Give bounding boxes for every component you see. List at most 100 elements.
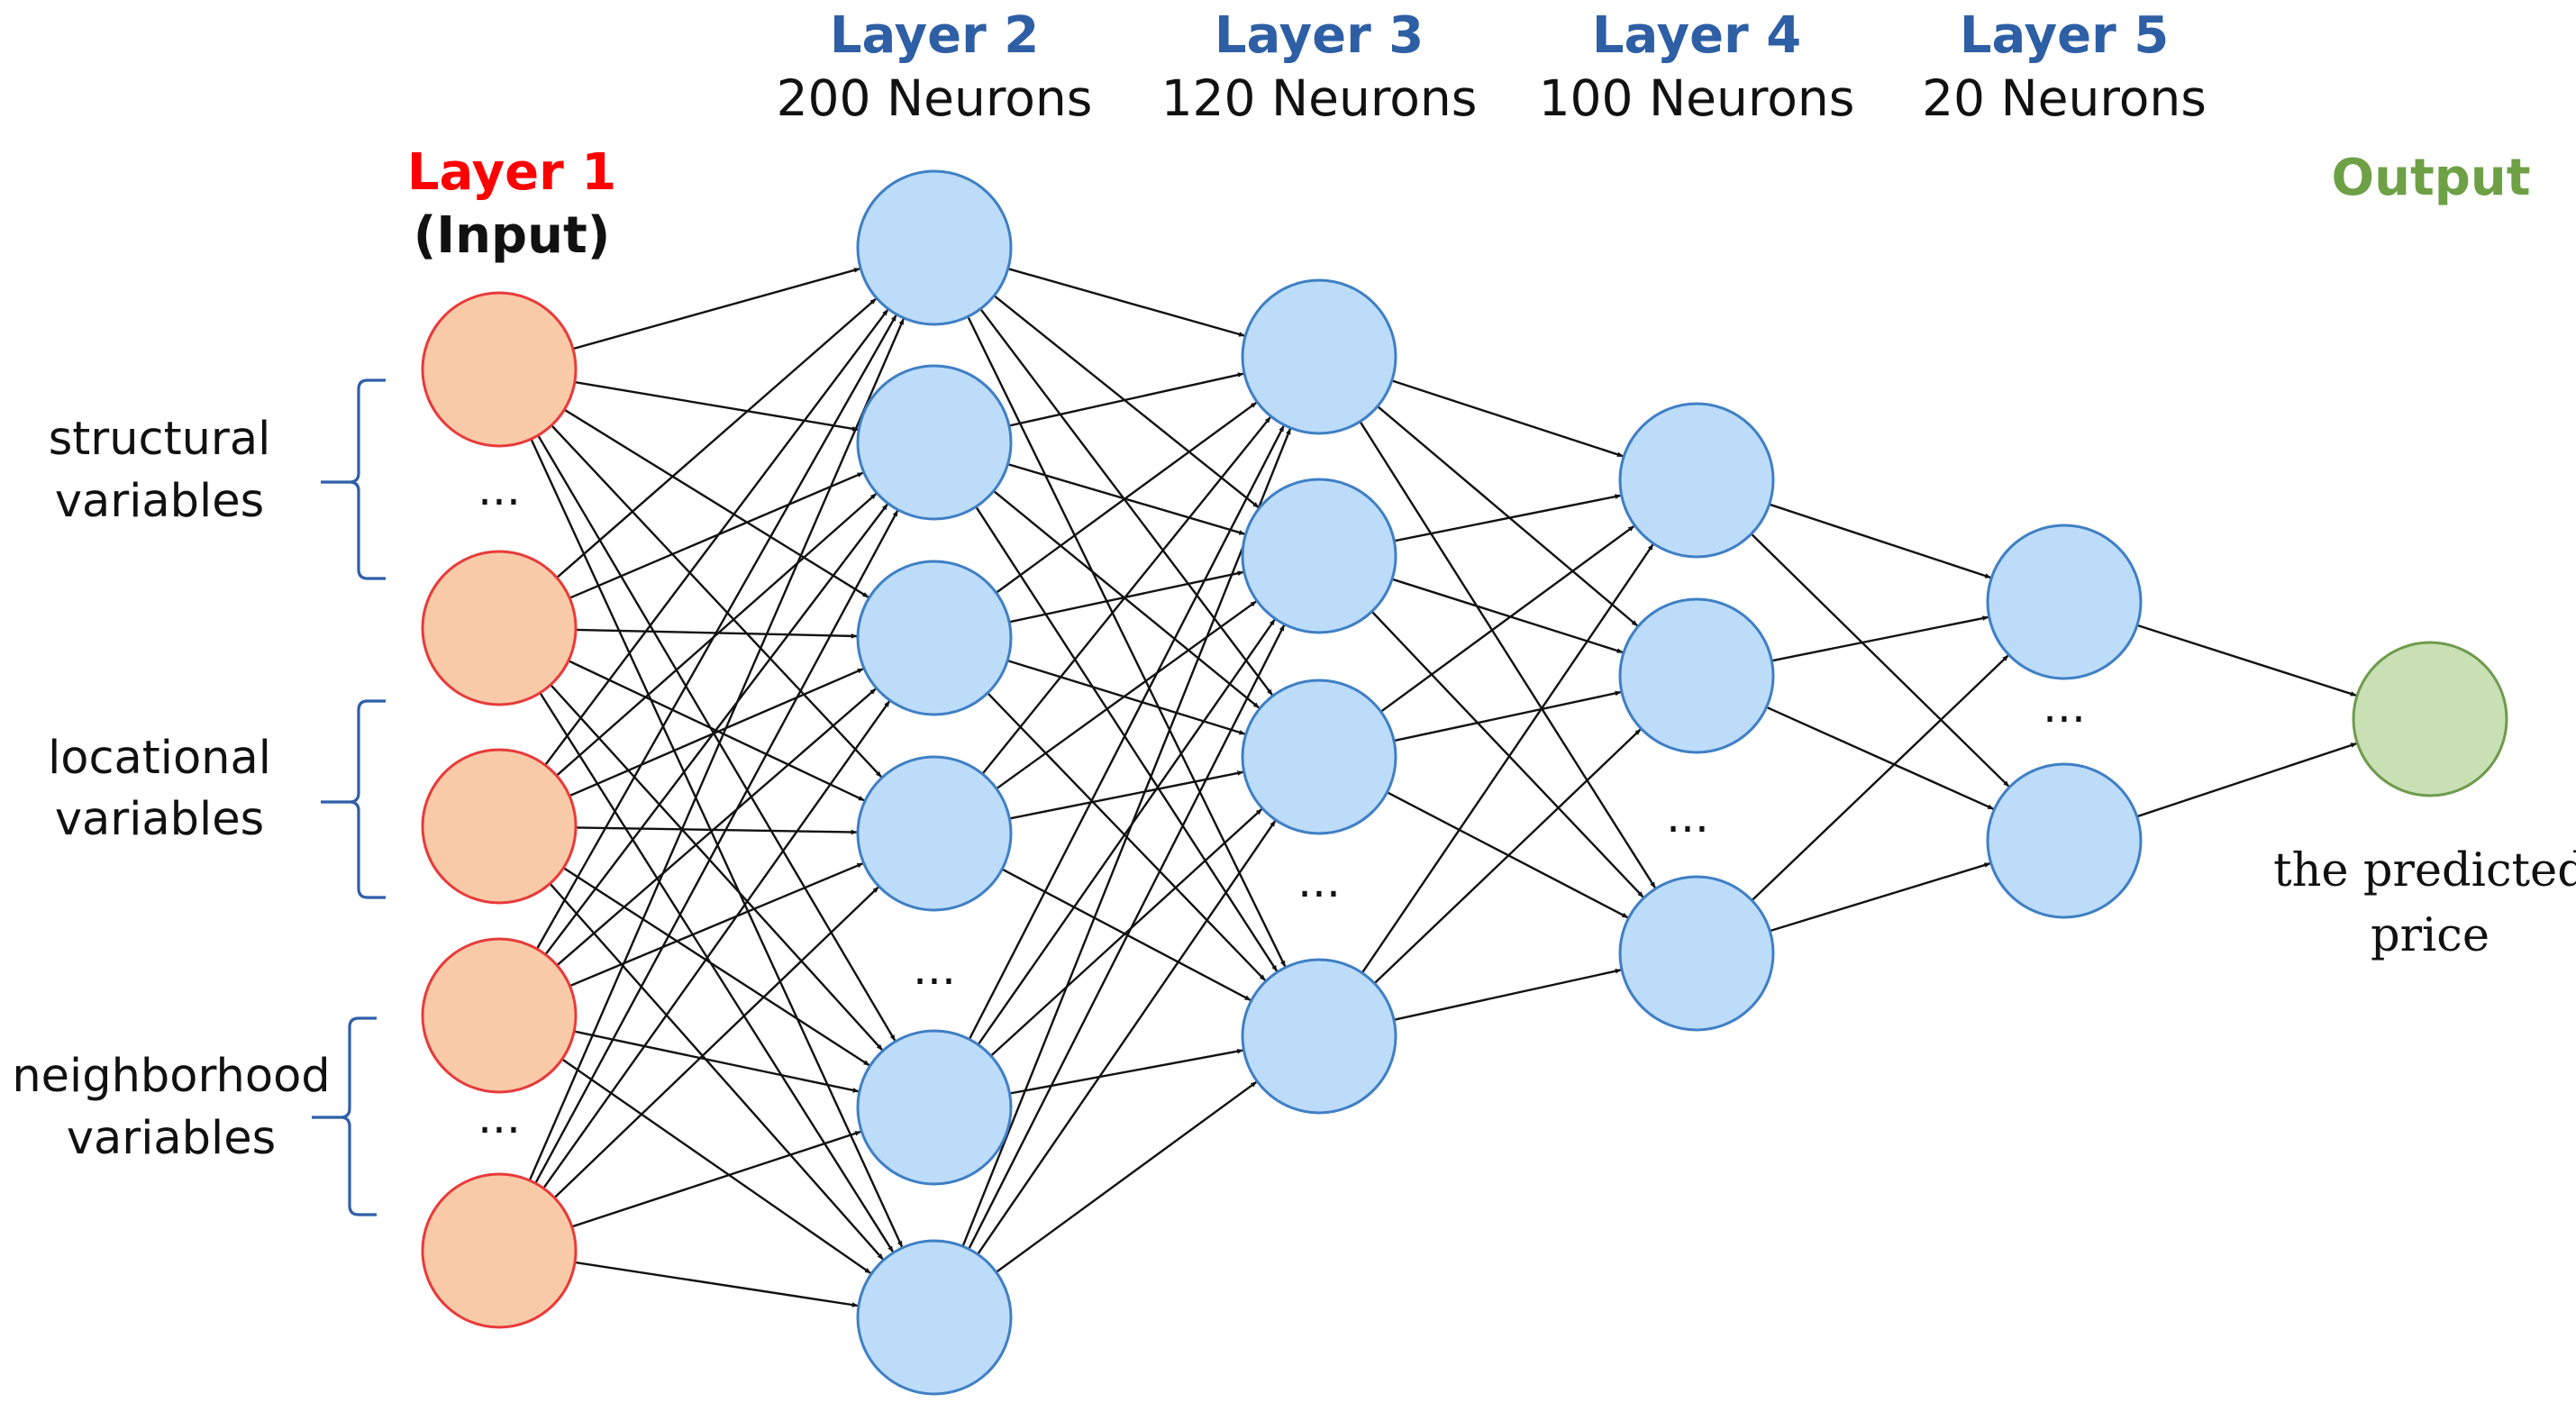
- neighborhood-label-line2: variables: [67, 1112, 276, 1165]
- edge-layer2-5-to-layer3-3: [989, 808, 1263, 1057]
- edge-layer2-1-to-layer3-2: [993, 295, 1260, 509]
- edge-input-3-to-layer2-6: [549, 882, 884, 1261]
- edge-layer2-5-to-layer3-2: [977, 618, 1276, 1045]
- layer4-neuron-2: [1618, 597, 1775, 754]
- edge-layer3-3-to-layer4-1: [1379, 524, 1635, 713]
- locational-label-line2: variables: [55, 793, 264, 846]
- edge-layer2-1-to-layer3-1: [1007, 268, 1245, 337]
- edge-layer2-2-to-layer3-2: [1007, 462, 1246, 535]
- edge-input-5-to-layer2-5: [571, 1130, 861, 1228]
- connection-edges: [528, 268, 2358, 1307]
- locational-label-line1: locational: [48, 732, 271, 785]
- input-neuron-2: [421, 550, 578, 706]
- layer5-neuron-2: [1986, 762, 2143, 919]
- edge-layer4-2-to-layer5-2: [1766, 706, 1995, 810]
- layer2-neuron-1: [856, 169, 1013, 326]
- edge-layer3-2-to-layer4-3: [1370, 610, 1644, 898]
- edge-layer3-3-to-layer4-3: [1386, 791, 1629, 919]
- edge-layer3-1-to-layer4-1: [1391, 379, 1624, 458]
- input-neuron-1: [421, 291, 578, 448]
- edge-layer2-4-to-layer3-3: [1009, 770, 1244, 820]
- edge-input-5-to-layer2-4: [553, 886, 879, 1199]
- edge-layer3-2-to-layer4-2: [1391, 578, 1624, 654]
- edge-layer2-5-to-layer3-4: [1009, 1048, 1244, 1095]
- edge-layer2-2-to-layer3-3: [993, 489, 1261, 709]
- input-neuron-3: [421, 748, 578, 905]
- edge-layer5-1-to-output-1: [2136, 624, 2357, 697]
- edge-layer3-4-to-layer4-1: [1361, 543, 1654, 974]
- edge-input-4-to-layer2-5: [573, 1030, 860, 1093]
- layer3-neuron-2: [1241, 478, 1397, 634]
- output-neuron-1: [2352, 641, 2508, 797]
- edge-layer3-4-to-layer4-3: [1393, 969, 1622, 1021]
- layer3-neuron-4: [1241, 958, 1397, 1115]
- edge-layer2-6-to-layer3-1: [961, 428, 1292, 1247]
- layer2-neuron-3: [856, 560, 1013, 716]
- edge-layer3-1-to-layer4-2: [1377, 405, 1639, 627]
- edge-layer2-3-to-layer3-3: [1006, 659, 1246, 735]
- edge-input-2-to-layer2-5: [550, 684, 884, 1052]
- edge-layer4-2-to-layer5-1: [1771, 615, 1989, 662]
- neighborhood-group-brace: [312, 1016, 377, 1216]
- output-title: Output: [2332, 149, 2531, 207]
- input-neighborhood-ellipsis: ...: [478, 1091, 521, 1143]
- edge-input-5-to-layer2-6: [574, 1261, 859, 1307]
- layer3-ellipsis: ...: [1297, 855, 1341, 907]
- edge-input-5-to-layer2-1: [528, 318, 905, 1181]
- edge-input-3-to-layer2-2: [555, 493, 878, 777]
- neuron-nodes: [421, 169, 2508, 1396]
- edge-layer2-5-to-layer3-1: [968, 424, 1285, 1040]
- layer2-neuron-2: [856, 364, 1013, 521]
- edge-layer2-4-to-layer3-1: [981, 416, 1271, 775]
- edge-input-2-to-layer2-6: [539, 692, 895, 1253]
- edge-input-2-to-layer2-1: [556, 297, 877, 579]
- edge-input-1-to-layer2-2: [574, 380, 859, 432]
- layer4-neuron-count: 100 Neurons: [1539, 69, 1855, 127]
- layer4-ellipsis: ...: [1666, 790, 1709, 843]
- layer1-title: Layer 1: [407, 143, 616, 202]
- output-caption-line2: price: [2371, 909, 2490, 962]
- layer4-title: Layer 4: [1592, 6, 1801, 65]
- edge-layer3-4-to-layer4-2: [1373, 728, 1642, 985]
- edge-input-1-to-layer2-6: [530, 438, 904, 1248]
- structural-group-brace: [321, 378, 386, 580]
- edge-layer4-1-to-layer5-2: [1750, 533, 2010, 788]
- edge-layer3-1-to-layer4-3: [1359, 421, 1657, 888]
- input-neuron-4: [421, 937, 578, 1094]
- layer3-neuron-1: [1241, 278, 1397, 435]
- input-neuron-5: [421, 1172, 578, 1329]
- edge-layer2-3-to-layer3-1: [995, 401, 1258, 594]
- structural-label-line1: structural: [49, 413, 271, 466]
- layer3-neuron-3: [1241, 679, 1397, 835]
- edge-input-1-to-layer2-1: [572, 268, 860, 351]
- edge-layer5-2-to-output-1: [2136, 742, 2358, 818]
- edge-input-5-to-layer2-3: [542, 700, 891, 1189]
- layer2-neuron-count: 200 Neurons: [777, 69, 1093, 127]
- layer3-neuron-count: 120 Neurons: [1161, 69, 1478, 127]
- edge-input-2-to-layer2-2: [569, 471, 864, 599]
- neighborhood-label-line1: neighborhood: [12, 1050, 330, 1103]
- edge-input-3-to-layer2-4: [575, 826, 858, 835]
- edge-input-4-to-layer2-6: [561, 1058, 871, 1274]
- layer2-title: Layer 2: [830, 6, 1039, 65]
- edge-input-1-to-layer2-5: [537, 434, 897, 1042]
- layer1-subtitle: (Input): [414, 206, 611, 265]
- edge-layer2-2-to-layer3-4: [975, 506, 1279, 972]
- output-caption-line1: the predicted: [2273, 844, 2576, 897]
- structural-label-line2: variables: [55, 475, 264, 528]
- layer5-title: Layer 5: [1960, 6, 2169, 65]
- input-structural-ellipsis: ...: [478, 463, 521, 515]
- edge-layer4-1-to-layer5-1: [1769, 503, 1992, 579]
- layer5-neuron-1: [1986, 524, 2143, 680]
- edge-layer3-2-to-layer4-1: [1394, 494, 1622, 542]
- edge-input-5-to-layer2-2: [534, 510, 899, 1184]
- edge-layer3-3-to-layer4-2: [1393, 690, 1622, 742]
- layer2-neuron-4: [856, 755, 1013, 912]
- edge-input-3-to-layer2-5: [562, 867, 870, 1067]
- layer2-neuron-5: [856, 1029, 1013, 1186]
- edge-layer4-3-to-layer5-1: [1751, 654, 2009, 902]
- layer5-neuron-count: 20 Neurons: [1922, 69, 2207, 127]
- layer3-title: Layer 3: [1215, 6, 1424, 65]
- edge-layer2-1-to-layer3-3: [979, 308, 1274, 697]
- layer5-ellipsis: ...: [2043, 680, 2086, 733]
